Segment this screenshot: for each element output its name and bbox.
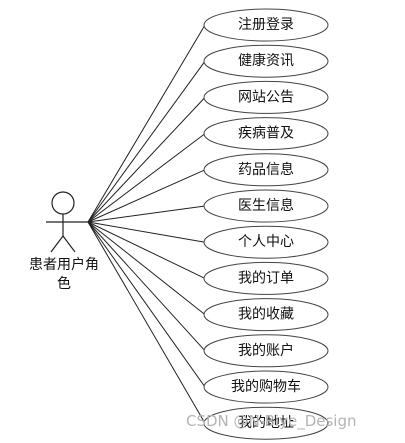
use-case: 我的地址	[203, 406, 329, 440]
use-case-label: 注册登录	[238, 17, 294, 33]
use-case-label: 我的收藏	[238, 307, 294, 323]
use-case-label: 我的账户	[238, 342, 294, 359]
association-line	[87, 169, 206, 223]
association-line	[87, 133, 206, 223]
association-lines	[87, 24, 206, 424]
use-case-label: 疾病普及	[238, 126, 294, 142]
use-case-ellipse	[203, 44, 329, 78]
association-line	[87, 221, 206, 424]
use-case-label: 个人中心	[238, 234, 294, 250]
use-case: 我的订单	[203, 261, 329, 295]
use-case: 疾病普及	[203, 117, 329, 151]
use-case: 药品信息	[203, 153, 329, 187]
use-case: 健康资讯	[203, 44, 329, 78]
use-case: 网站公告	[203, 80, 329, 114]
actor-left-leg	[50, 235, 64, 253]
use-case: 我的收藏	[203, 298, 329, 332]
use-case-ellipse	[203, 370, 329, 404]
use-case-ellipse	[203, 80, 329, 114]
use-case-ellipse	[203, 298, 329, 332]
association-line	[87, 221, 206, 243]
use-case-label: 网站公告	[238, 89, 294, 105]
use-case-label: 药品信息	[238, 161, 294, 178]
use-case-ellipse	[203, 8, 329, 42]
association-line	[87, 221, 206, 352]
use-case-ellipse	[203, 225, 329, 259]
use-case-label: 我的订单	[238, 270, 294, 286]
actor-name: 患者用户角色	[29, 257, 99, 292]
use-case-label: 医生信息	[238, 197, 294, 214]
watermark: CSDN @N-Biye_Design	[186, 412, 357, 430]
association-line	[87, 60, 206, 223]
use-case-ellipse	[203, 153, 329, 187]
use-case: 注册登录	[203, 8, 329, 42]
use-case-label: 我的地址	[238, 415, 294, 431]
association-line	[87, 221, 206, 315]
use-case-label: 我的购物车	[231, 378, 301, 395]
use-case-ellipse	[203, 406, 329, 440]
use-case-ellipse	[203, 189, 329, 223]
use-case: 我的购物车	[203, 370, 329, 404]
association-line	[87, 205, 206, 223]
use-case-ellipse	[203, 117, 329, 151]
use-case: 我的账户	[203, 334, 329, 368]
use-case: 医生信息	[203, 189, 329, 223]
actor-right-leg	[62, 235, 76, 253]
use-case: 个人中心	[203, 225, 329, 259]
association-line	[87, 97, 206, 223]
actor-stick-figure	[46, 191, 88, 253]
association-line	[87, 221, 206, 388]
use-case-list: 注册登录健康资讯网站公告疾病普及药品信息医生信息个人中心我的订单我的收藏我的账户…	[203, 8, 329, 440]
use-case-ellipse	[203, 334, 329, 368]
actor-head	[51, 191, 75, 215]
association-line	[87, 24, 206, 223]
association-line	[87, 221, 206, 279]
use-case-ellipse	[203, 261, 329, 295]
use-case-label: 健康资讯	[238, 52, 294, 69]
